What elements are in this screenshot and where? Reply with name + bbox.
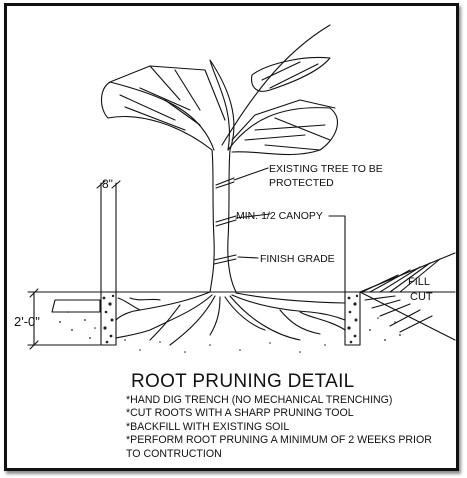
existing-tree-label: EXISTING TREE TO BE (269, 163, 383, 175)
tree-roots (115, 291, 346, 346)
note-item: *BACKFILL WITH EXISTING SOIL (126, 420, 290, 433)
trench-right (344, 291, 361, 346)
existing-tree-label-2: PROTECTED (269, 177, 334, 189)
tree-trunk (209, 149, 237, 293)
drawing-frame (4, 3, 459, 471)
depth-dimension-label: 2'-0" (14, 314, 40, 329)
soil-stipple (59, 294, 401, 353)
canopy-label: MIN. 1/2 CANOPY (236, 210, 323, 222)
tree-canopy (100, 24, 338, 156)
note-item: *HAND DIG TRENCH (NO MECHANICAL TRENCHIN… (126, 394, 393, 406)
diagram-title: ROOT PRUNING DETAIL (131, 371, 355, 392)
cut-label: CUT (410, 291, 433, 303)
fill-label: FILL (408, 276, 430, 288)
finish-grade-label: FINISH GRADE (260, 253, 335, 265)
note-item: TO CONTRUCTION (126, 447, 222, 460)
notes-list: *HAND DIG TRENCH (NO MECHANICAL TRENCHIN… (126, 394, 446, 461)
note-item: *PERFORM ROOT PRUNING A MINIMUM OF 2 WEE… (126, 434, 432, 447)
note-item: *CUT ROOTS WITH A SHARP PRUNING TOOL (126, 407, 354, 420)
trench-left (100, 291, 117, 346)
width-dimension-label: 8" (102, 177, 113, 191)
